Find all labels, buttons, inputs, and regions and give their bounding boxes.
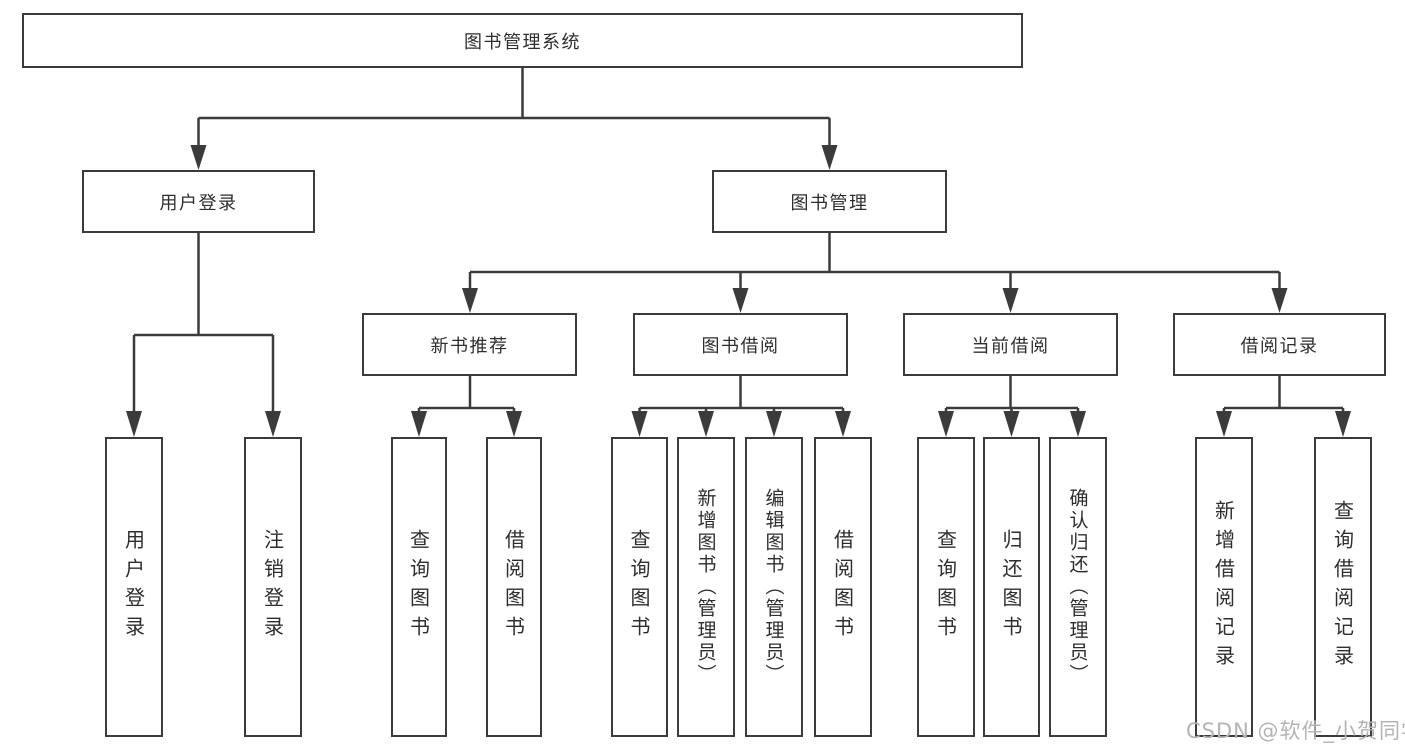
- node-book-management-label: 图书管理: [790, 192, 869, 214]
- leaf-recommend-query-books: 查询图书: [391, 437, 447, 737]
- leaf-logout-label: 注销登录: [260, 529, 285, 645]
- leaf-current-query-books: 查询图书: [917, 437, 975, 737]
- leaf-edit-books-admin: 编辑图书（管理员）: [745, 437, 803, 737]
- leaf-user-login-label: 用户登录: [121, 529, 146, 645]
- leaf-confirm-return-admin-label: 确认归还（管理员）: [1066, 488, 1089, 686]
- node-book-borrow-label: 图书借阅: [701, 335, 780, 357]
- leaf-recommend-borrow-books-label: 借阅图书: [501, 529, 526, 645]
- leaf-query-borrow-record-label: 查询借阅记录: [1330, 500, 1355, 674]
- node-current-borrow-label: 当前借阅: [971, 335, 1050, 357]
- leaf-borrow-books-label: 借阅图书: [830, 529, 855, 645]
- leaf-query-borrow-record: 查询借阅记录: [1314, 437, 1372, 737]
- leaf-borrow-query-books-label: 查询图书: [627, 529, 651, 645]
- node-borrow-records: 借阅记录: [1173, 313, 1386, 376]
- node-borrow-records-label: 借阅记录: [1240, 335, 1319, 357]
- node-new-book-recommend: 新书推荐: [362, 313, 577, 376]
- node-user-login-label: 用户登录: [159, 192, 238, 214]
- csdn-watermark: CSDN @软件_小贺同学: [1186, 719, 1405, 743]
- node-book-borrow: 图书借阅: [633, 313, 848, 376]
- node-new-book-recommend-label: 新书推荐: [430, 335, 509, 357]
- leaf-current-query-books-label: 查询图书: [933, 529, 958, 645]
- leaf-user-login: 用户登录: [105, 437, 163, 737]
- leaf-recommend-borrow-books: 借阅图书: [486, 437, 542, 737]
- leaf-logout: 注销登录: [244, 437, 302, 737]
- leaf-add-borrow-record-label: 新增借阅记录: [1211, 500, 1236, 674]
- leaf-recommend-query-books-label: 查询图书: [406, 529, 431, 645]
- leaf-add-books-admin-label: 新增图书（管理员）: [694, 488, 717, 686]
- leaf-borrow-query-books: 查询图书: [611, 437, 668, 737]
- leaf-return-books-label: 归还图书: [999, 529, 1023, 645]
- node-system-root: 图书管理系统: [22, 13, 1023, 68]
- node-current-borrow: 当前借阅: [903, 313, 1118, 376]
- node-user-login: 用户登录: [82, 170, 315, 233]
- leaf-add-books-admin: 新增图书（管理员）: [677, 437, 735, 737]
- leaf-edit-books-admin-label: 编辑图书（管理员）: [762, 488, 785, 686]
- node-book-management: 图书管理: [712, 170, 947, 233]
- leaf-return-books: 归还图书: [983, 437, 1040, 737]
- leaf-borrow-books: 借阅图书: [814, 437, 872, 737]
- leaf-add-borrow-record: 新增借阅记录: [1195, 437, 1253, 737]
- leaf-confirm-return-admin: 确认归还（管理员）: [1049, 437, 1107, 737]
- node-system-root-label: 图书管理系统: [464, 31, 581, 53]
